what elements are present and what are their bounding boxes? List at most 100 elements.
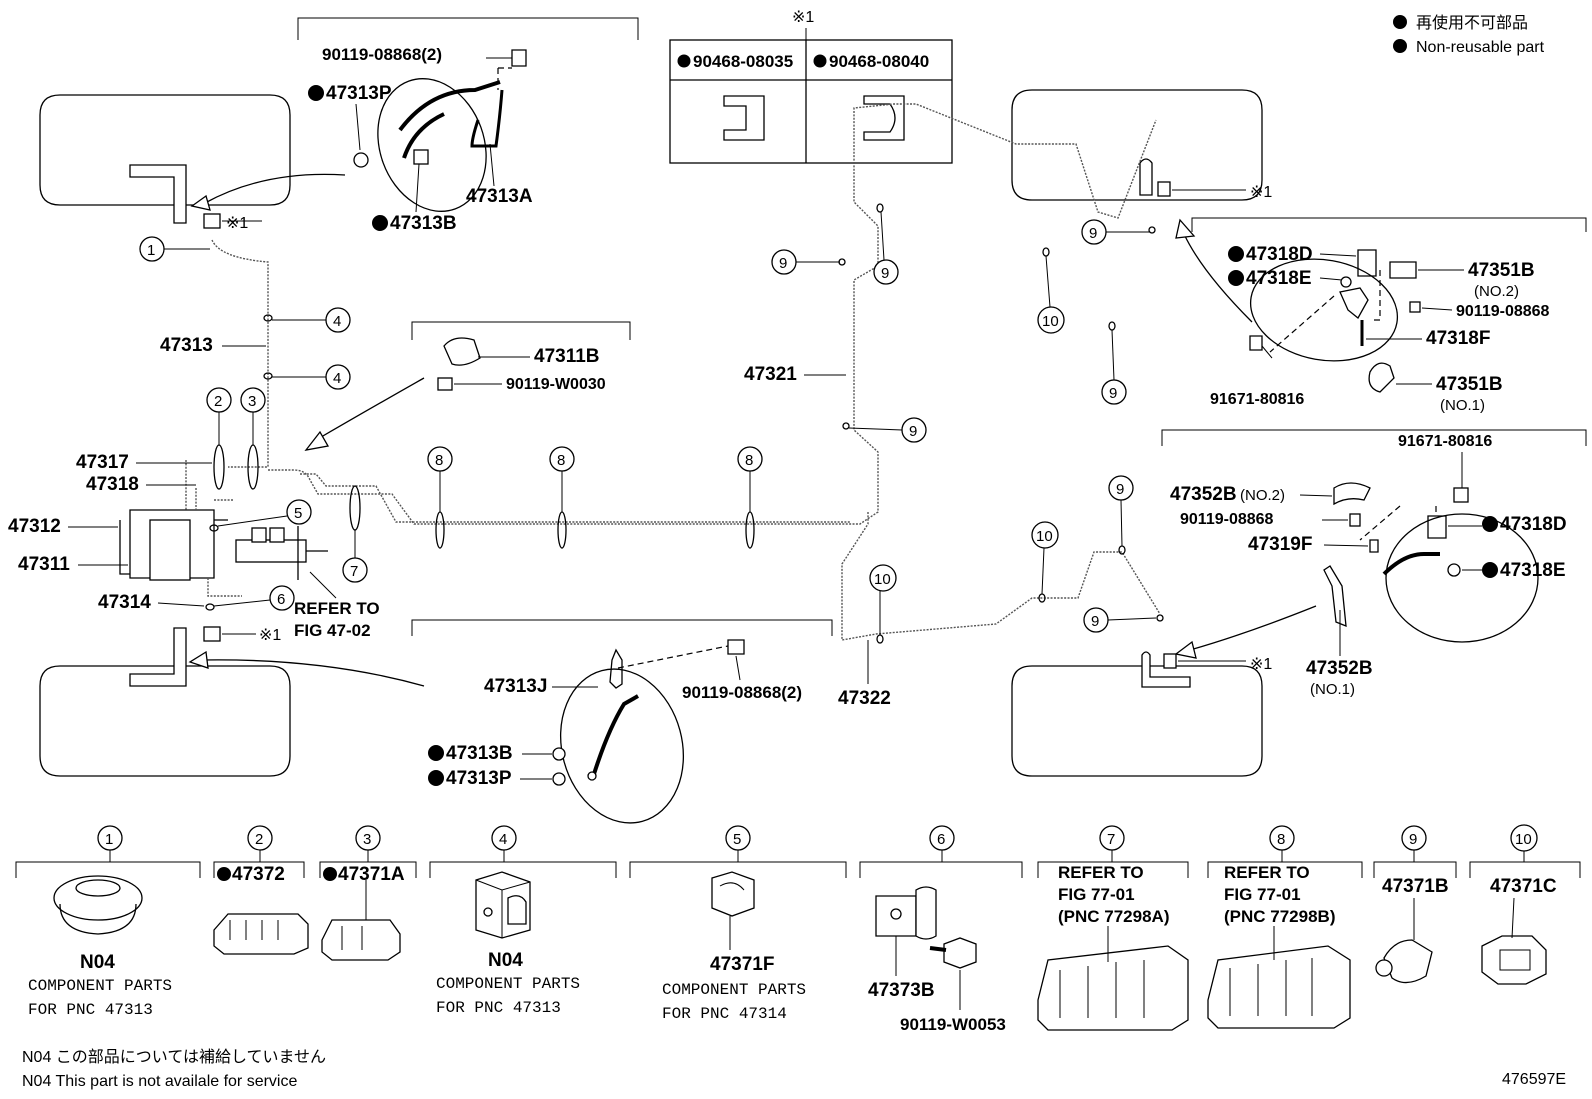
bolt-icon xyxy=(437,377,453,391)
label-no2-rear: (NO.2) xyxy=(1240,487,1285,504)
svg-text:8: 8 xyxy=(557,452,565,469)
label-47311B: 47311B xyxy=(534,346,600,367)
svg-text:6: 6 xyxy=(277,591,285,608)
b8-line2: FIG 77-01 xyxy=(1224,885,1301,904)
front-right-outline xyxy=(1011,89,1263,201)
clip-block-icon xyxy=(475,871,531,939)
label-47313: 47313 xyxy=(160,335,213,356)
label-47322: 47322 xyxy=(838,688,891,709)
label-47313A: 47313A xyxy=(466,186,533,207)
label-47313J: 47313J xyxy=(484,676,547,697)
b8-line1: REFER TO xyxy=(1224,863,1310,882)
label-47351B-no1: 47351B xyxy=(1436,374,1503,395)
front-right-hose-detail: 47318D 47318E 47351B (NO.2) 90119-08868 … xyxy=(1175,217,1587,414)
label-90119-08868: 90119-08868 xyxy=(1456,303,1550,320)
b7-line1: REFER TO xyxy=(1058,863,1144,882)
clip-icon xyxy=(711,871,755,917)
bullet-icon xyxy=(813,54,827,68)
b2-part: 47372 xyxy=(232,864,285,885)
label-47352B-no2: 47352B xyxy=(1170,484,1237,505)
label-fig-47-02: FIG 47-02 xyxy=(294,621,371,640)
bracket-icon xyxy=(1323,565,1347,628)
b9-part: 47371B xyxy=(1382,876,1449,897)
b5-line1: COMPONENT PARTS xyxy=(662,981,806,999)
label-no1-rear: (NO.1) xyxy=(1310,681,1355,698)
label-refer-to: REFER TO xyxy=(294,599,380,618)
svg-text:3: 3 xyxy=(363,831,371,848)
svg-text:5: 5 xyxy=(294,505,302,522)
bolt-icon xyxy=(1409,301,1421,313)
svg-text:7: 7 xyxy=(1107,831,1115,848)
arrow-icon xyxy=(304,430,330,451)
svg-text:10: 10 xyxy=(1042,313,1059,330)
b1-code: N04 xyxy=(80,952,115,973)
svg-text:4: 4 xyxy=(333,370,341,387)
svg-text:4: 4 xyxy=(333,313,341,330)
svg-text:9: 9 xyxy=(881,265,889,282)
svg-text:※1: ※1 xyxy=(259,627,281,644)
front-left-hose-detail: 90119-08868(2) 47313P 47313A 47313B xyxy=(190,17,639,234)
b3-part: 47371A xyxy=(338,864,405,885)
rear-right-outline xyxy=(1011,665,1263,777)
table-mark: ※1 xyxy=(792,9,814,26)
front-left-outline xyxy=(39,94,291,206)
bolt-icon xyxy=(727,639,745,655)
svg-text:4: 4 xyxy=(499,831,507,848)
svg-text:8: 8 xyxy=(1277,831,1285,848)
legend-en: Non-reusable part xyxy=(1416,39,1545,56)
label-47313B: 47313B xyxy=(390,213,457,234)
legend-jp: 再使用不可部品 xyxy=(1416,14,1528,32)
svg-text:8: 8 xyxy=(745,452,753,469)
label-47321: 47321 xyxy=(744,364,797,385)
label-47311: 47311 xyxy=(18,554,70,575)
gasket-icon xyxy=(353,152,369,168)
clip-icon xyxy=(1383,939,1433,984)
arrow-icon xyxy=(1174,640,1197,659)
b8-line3: (PNC 77298B) xyxy=(1224,907,1336,926)
valve-bracket-detail: 47311B 90119-W0030 xyxy=(304,321,631,451)
svg-text:10: 10 xyxy=(1036,528,1053,545)
body-outlines: ※1 ※1 ※1 ※1 xyxy=(39,89,1272,777)
bolt-icon xyxy=(1453,487,1469,503)
grommet-icon xyxy=(53,875,143,921)
label-47314: 47314 xyxy=(98,592,151,613)
svg-text:※1: ※1 xyxy=(1250,184,1272,201)
pipe-clamp-icon xyxy=(213,913,309,955)
label-90119-W0030: 90119-W0030 xyxy=(506,376,606,393)
union-bolt-icon xyxy=(552,747,566,761)
svg-text:5: 5 xyxy=(733,831,741,848)
plate-icon xyxy=(875,895,917,937)
left-labels: 47313 47317 47318 47312 47311 47314 REFE… xyxy=(8,335,380,640)
bolt-icon xyxy=(1349,513,1361,527)
bolt-icon xyxy=(511,49,527,67)
figure-id: 476597E xyxy=(1502,1071,1566,1088)
u-clip-icon xyxy=(863,95,905,141)
svg-text:10: 10 xyxy=(874,571,891,588)
b4-line1: COMPONENT PARTS xyxy=(436,975,580,993)
b4-code: N04 xyxy=(488,950,523,971)
rear-right-hose-detail: 91671-80816 47352B (NO.2) 90119-08868 47… xyxy=(1161,429,1587,698)
label-90119-08868-rear: 90119-08868 xyxy=(1180,511,1274,528)
label-47318D-rear: 47318D xyxy=(1500,514,1567,535)
b7-line3: (PNC 77298A) xyxy=(1058,907,1170,926)
b5-part: 47371F xyxy=(710,954,774,975)
svg-text:※1: ※1 xyxy=(1250,656,1272,673)
b10-part: 47371C xyxy=(1490,876,1557,897)
label-47318: 47318 xyxy=(86,474,139,495)
label-47318D: 47318D xyxy=(1246,244,1313,265)
svg-text:7: 7 xyxy=(350,563,358,580)
label-91671-80816-rear: 91671-80816 xyxy=(1398,433,1492,450)
bracket-icon xyxy=(443,337,481,366)
label-91671-80816: 91671-80816 xyxy=(1210,391,1304,408)
bolt-icon xyxy=(1249,335,1263,351)
label-90119-08868-2: 90119-08868(2) xyxy=(322,45,442,64)
label-47312: 47312 xyxy=(8,516,61,537)
bracket-icon xyxy=(1389,261,1417,279)
label-no1: (NO.1) xyxy=(1440,397,1485,414)
b1-line2: FOR PNC 47313 xyxy=(28,1001,153,1019)
svg-text:9: 9 xyxy=(909,423,917,440)
svg-text:1: 1 xyxy=(147,242,155,259)
label-47318E: 47318E xyxy=(1246,268,1312,289)
svg-text:9: 9 xyxy=(1091,613,1099,630)
b6-part2: 90119-W0053 xyxy=(900,1015,1006,1034)
